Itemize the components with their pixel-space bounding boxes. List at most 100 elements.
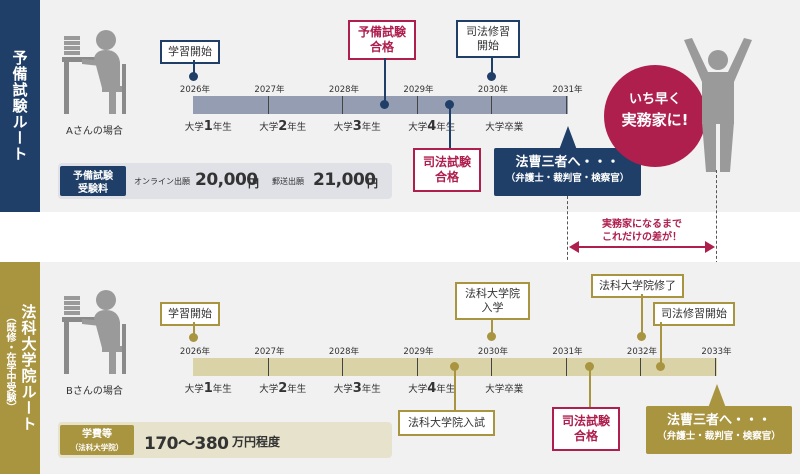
route-b-bar-exam-dot (585, 362, 594, 371)
route-b-year-label: 2029年 (403, 347, 434, 357)
route-b-lawschool-finish-dot (637, 332, 646, 341)
cheering-person-icon (672, 36, 764, 180)
route-b-study-start-dot (189, 333, 198, 342)
route-b-training-line (660, 322, 662, 366)
route-b-year-label: 2032年 (626, 347, 658, 357)
early-practitioner-bubble: いち早く 実務家に! (604, 65, 706, 167)
route-b-tick (267, 358, 269, 376)
route-b-goal-pointer (708, 384, 726, 408)
route-b-study-start-line (193, 322, 195, 336)
route-a-training-line (491, 58, 493, 74)
route-b-year-label: 2031年 (552, 347, 583, 357)
bubble-line1: いち早く (628, 92, 681, 107)
route-b-lawschool-enter: 法科大学院 入学 (455, 282, 530, 320)
route-b-subtitle: （既修・在学中受験） (4, 312, 15, 412)
gap-label-line2: これだけの差が！ (602, 232, 682, 243)
route-a-year-label: 2026年 (179, 85, 211, 95)
route-a-sidebar: 予備試験ルート (0, 0, 40, 212)
route-a-online-amount: 20,000 (195, 170, 258, 190)
route-a-mail-amount: 21,000 (313, 170, 376, 190)
route-b-tick (416, 358, 418, 376)
route-b-year-label: 2026年 (179, 347, 211, 357)
route-a-prelim-pass-dot (380, 100, 389, 109)
route-b-grade-label: 大学1年生 (184, 381, 232, 396)
route-a-bar-exam-dot (445, 100, 454, 109)
route-b-title: 法科大学院ルート (19, 304, 38, 432)
route-a-prelim-pass-line2: 合格 (370, 40, 395, 54)
route-a-bar-exam-line1: 司法試験 (423, 155, 472, 169)
route-b-training-start: 司法修習開始 (653, 302, 735, 326)
route-b-grade-label: 大学卒業 (485, 384, 524, 395)
route-b-study-start: 学習開始 (160, 302, 220, 326)
route-a-goal-line2: （弁護士・裁判官・検察官） (505, 173, 630, 184)
route-a-mail-label: 郵送出願 (272, 177, 304, 186)
route-a-case-label: Aさんの場合 (66, 126, 123, 137)
route-a-bar-exam-line2: 合格 (435, 170, 460, 184)
route-b-lawschool-exam: 法科大学院入試 (398, 410, 495, 436)
route-a-bar-exam-line (449, 108, 451, 148)
route-b-goal-line2: （弁護士・裁判官・検察官） (657, 431, 781, 442)
route-a-training-line1: 司法修習 (466, 25, 510, 38)
route-a-prelim-pass-line1: 予備試験 (358, 25, 407, 39)
gap-label: 実務家になるまで これだけの差が！ (580, 218, 704, 244)
route-a-grade-label: 大学卒業 (485, 122, 524, 133)
gap-double-arrow (569, 241, 715, 253)
route-b-lawschool-enter-line1: 法科大学院 (465, 287, 520, 300)
route-a-bar-exam-pass: 司法試験 合格 (413, 148, 482, 192)
route-b-lawschool-finish: 法科大学院修了 (591, 274, 684, 298)
route-a-title: 予備試験ルート (10, 50, 29, 162)
route-a-tick (267, 96, 269, 114)
route-a-year-label: 2027年 (254, 85, 285, 95)
route-b-lawschool-enter-line (491, 320, 493, 334)
route-a-year-label: 2029年 (403, 85, 434, 95)
route-b-goal-line1: 法曹三者へ・・・ (666, 413, 771, 428)
route-b-bar-exam-line (589, 370, 591, 408)
route-a-tick (416, 96, 418, 114)
route-a-fee-label-line2: 受験料 (78, 184, 108, 195)
route-b-sidebar: 法科大学院ルート （既修・在学中受験） (0, 262, 40, 474)
route-a-goal-pointer (559, 126, 577, 150)
route-b-case-label: Bさんの場合 (66, 386, 123, 397)
route-b-tick (491, 358, 492, 376)
route-b-fee-label: 学費等 （法科大学院） (60, 425, 134, 455)
route-a-grade-label: 大学1年生 (184, 119, 232, 134)
route-b-year-label: 2033年 (701, 347, 732, 357)
route-a-prelim-pass: 予備試験 合格 (348, 20, 417, 60)
route-b-fee-label-line1: 学費等 (82, 429, 112, 440)
person-b-at-desk-icon (60, 286, 140, 380)
route-a-tick (342, 96, 343, 114)
route-b-tick (342, 358, 343, 376)
route-b-bar-exam-line2: 合格 (574, 429, 599, 443)
route-a-study-start-dot (189, 72, 198, 81)
route-a-tick (565, 96, 567, 114)
person-a-at-desk-icon (60, 26, 140, 120)
route-a-grade-label: 大学3年生 (333, 119, 381, 134)
route-a-training-dot (487, 72, 496, 81)
route-b-grade-label: 大学3年生 (333, 381, 381, 396)
route-b-lawschool-exam-dot (450, 362, 459, 371)
route-a-online-unit: 円 (248, 177, 259, 190)
route-a-mail-unit: 円 (367, 177, 378, 190)
route-a-prelim-pass-line (384, 58, 386, 102)
route-b-grade-label: 大学4年生 (408, 381, 456, 396)
route-b-lawschool-finish-line (641, 294, 643, 334)
route-a-grade-label: 大学4年生 (408, 119, 456, 134)
route-a-goal: 法曹三者へ・・・ （弁護士・裁判官・検察官） (494, 148, 641, 196)
route-b-grade-label: 大学2年生 (259, 381, 307, 396)
route-a-fee-label-line1: 予備試験 (73, 171, 113, 182)
route-a-grade-label: 大学2年生 (259, 119, 307, 134)
route-a-year-label: 2028年 (328, 85, 360, 95)
route-a-training-line2: 開始 (477, 39, 499, 52)
route-a-training-start: 司法修習 開始 (456, 20, 520, 58)
route-b-fee-amount: 170～380 (144, 434, 229, 454)
route-b-year-label: 2028年 (328, 347, 360, 357)
route-b-lawschool-enter-dot (487, 332, 496, 341)
route-b-bar-exam-line1: 司法試験 (562, 414, 611, 428)
route-b-year-label: 2027年 (254, 347, 285, 357)
route-b-bar-exam-pass: 司法試験 合格 (552, 407, 621, 451)
route-b-lawschool-enter-line2: 入学 (481, 301, 504, 314)
route-a-tick (491, 96, 492, 114)
route-a-online-label: オンライン出願 (134, 177, 190, 186)
route-b-training-dot (656, 362, 665, 371)
route-a-year-label: 2031年 (552, 85, 583, 95)
